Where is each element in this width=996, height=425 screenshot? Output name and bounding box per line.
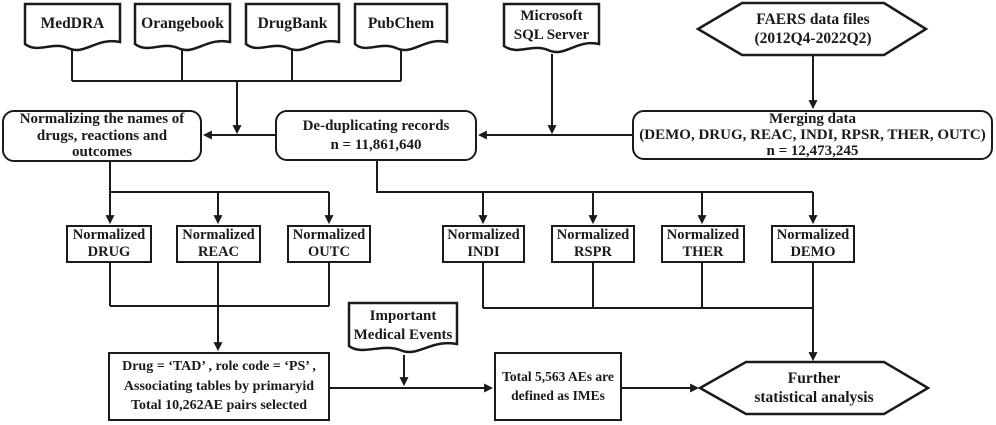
further-hexagon-shape (697, 360, 931, 416)
ime-total-box: Total 5,563 AEs are defined as IMEs (494, 352, 622, 421)
sql-server-doc-shape (502, 2, 601, 54)
normalizing-box: Normalizing the names of drugs, reaction… (2, 110, 202, 162)
orangebook-doc-shape (133, 2, 232, 52)
normalized-indi-box: Normalized INDI (442, 225, 525, 263)
normalized-demo-box: Normalized DEMO (771, 225, 855, 263)
faers-label: FAERS data files (2012Q4-2022Q2) (754, 10, 872, 47)
faers-hexagon-shape (695, 1, 929, 57)
dedup-box: De-duplicating records n = 11,861,640 (275, 110, 477, 161)
normalized-outc-box: Normalized OUTC (287, 225, 371, 263)
orangebook-label: Orangebook (141, 15, 224, 33)
sql-server-label: Microsoft SQL Server (513, 7, 590, 43)
connector-lines (71, 50, 818, 393)
drugbank-label: DrugBank (257, 15, 328, 33)
meddra-doc-shape (23, 2, 122, 52)
pubchem-doc-shape (353, 2, 449, 52)
normalized-ther-box: Normalized THER (661, 225, 745, 263)
meddra-label: MedDRA (40, 15, 105, 33)
drugbank-doc-shape (244, 2, 341, 52)
merging-box: Merging data (DEMO, DRUG, REAC, INDI, RP… (632, 110, 993, 160)
tad-selection-box: Drug = ‘TAD’ , role code = ‘PS’ , Associ… (108, 352, 330, 421)
normalized-reac-box: Normalized REAC (176, 225, 261, 263)
normalized-drug-box: Normalized DRUG (66, 225, 152, 263)
ime-doc-label: Important Medical Events (353, 307, 453, 343)
normalized-rspr-box: Normalized RSPR (551, 225, 635, 263)
ime-doc-shape (347, 301, 459, 354)
pubchem-label: PubChem (367, 15, 435, 33)
shape-layer (23, 1, 931, 416)
further-analysis-label: Further statistical analysis (754, 369, 874, 406)
